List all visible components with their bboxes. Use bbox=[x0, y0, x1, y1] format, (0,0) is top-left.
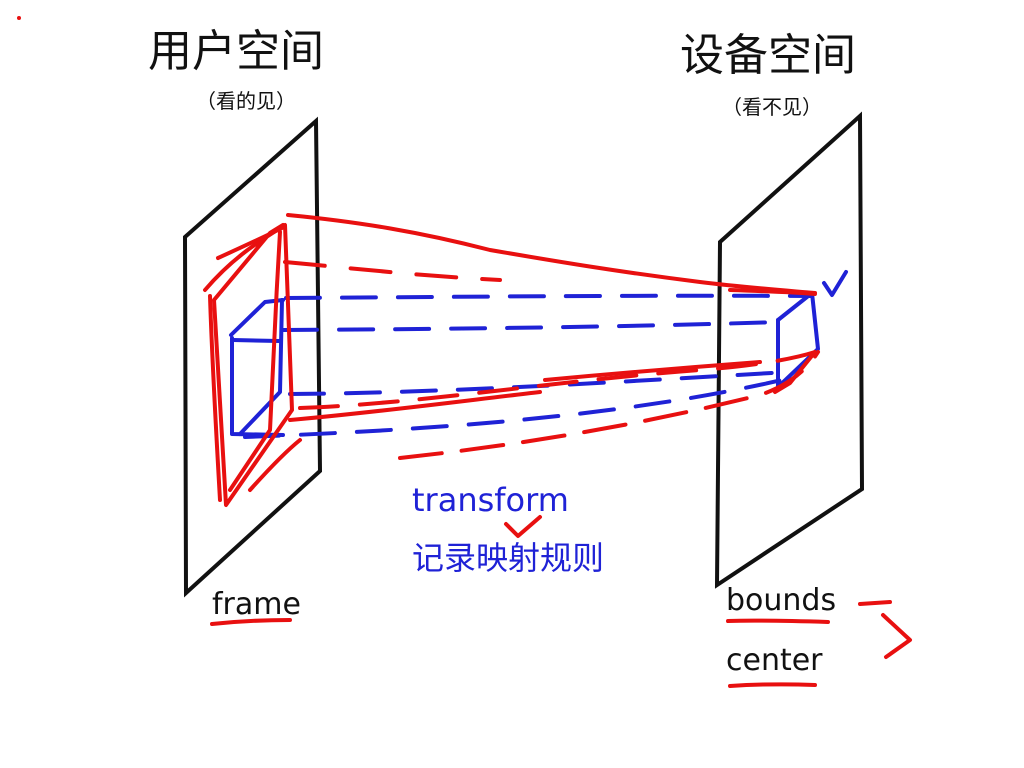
red-projection-lines bbox=[283, 213, 820, 460]
bounds-label: bounds bbox=[726, 583, 837, 618]
user-space-plane bbox=[182, 116, 323, 598]
user-space-title: 用户空间 bbox=[148, 26, 324, 77]
blue-checkmark-icon bbox=[822, 270, 848, 297]
device-space-red-marks bbox=[728, 288, 817, 394]
device-space-blue-box bbox=[776, 291, 820, 389]
user-space-red-scribble bbox=[203, 223, 302, 507]
red-arrow-icon bbox=[881, 613, 912, 659]
transform-label: transform bbox=[412, 481, 569, 519]
center-underline bbox=[728, 682, 817, 688]
device-space-plane bbox=[714, 111, 865, 589]
user-space-subtitle: （看的见） bbox=[196, 89, 296, 113]
red-dot-mark bbox=[17, 16, 21, 20]
frame-underline bbox=[210, 618, 292, 626]
mapping-description: 记录映射规则 bbox=[412, 539, 605, 577]
bounds-underline bbox=[726, 618, 830, 624]
center-label: center bbox=[726, 643, 823, 678]
bounds-dash bbox=[858, 600, 892, 606]
device-space-title: 设备空间 bbox=[680, 30, 856, 81]
frame-label: frame bbox=[212, 587, 301, 622]
device-space-subtitle: （看不见） bbox=[722, 95, 822, 119]
transform-red-check bbox=[504, 515, 542, 538]
